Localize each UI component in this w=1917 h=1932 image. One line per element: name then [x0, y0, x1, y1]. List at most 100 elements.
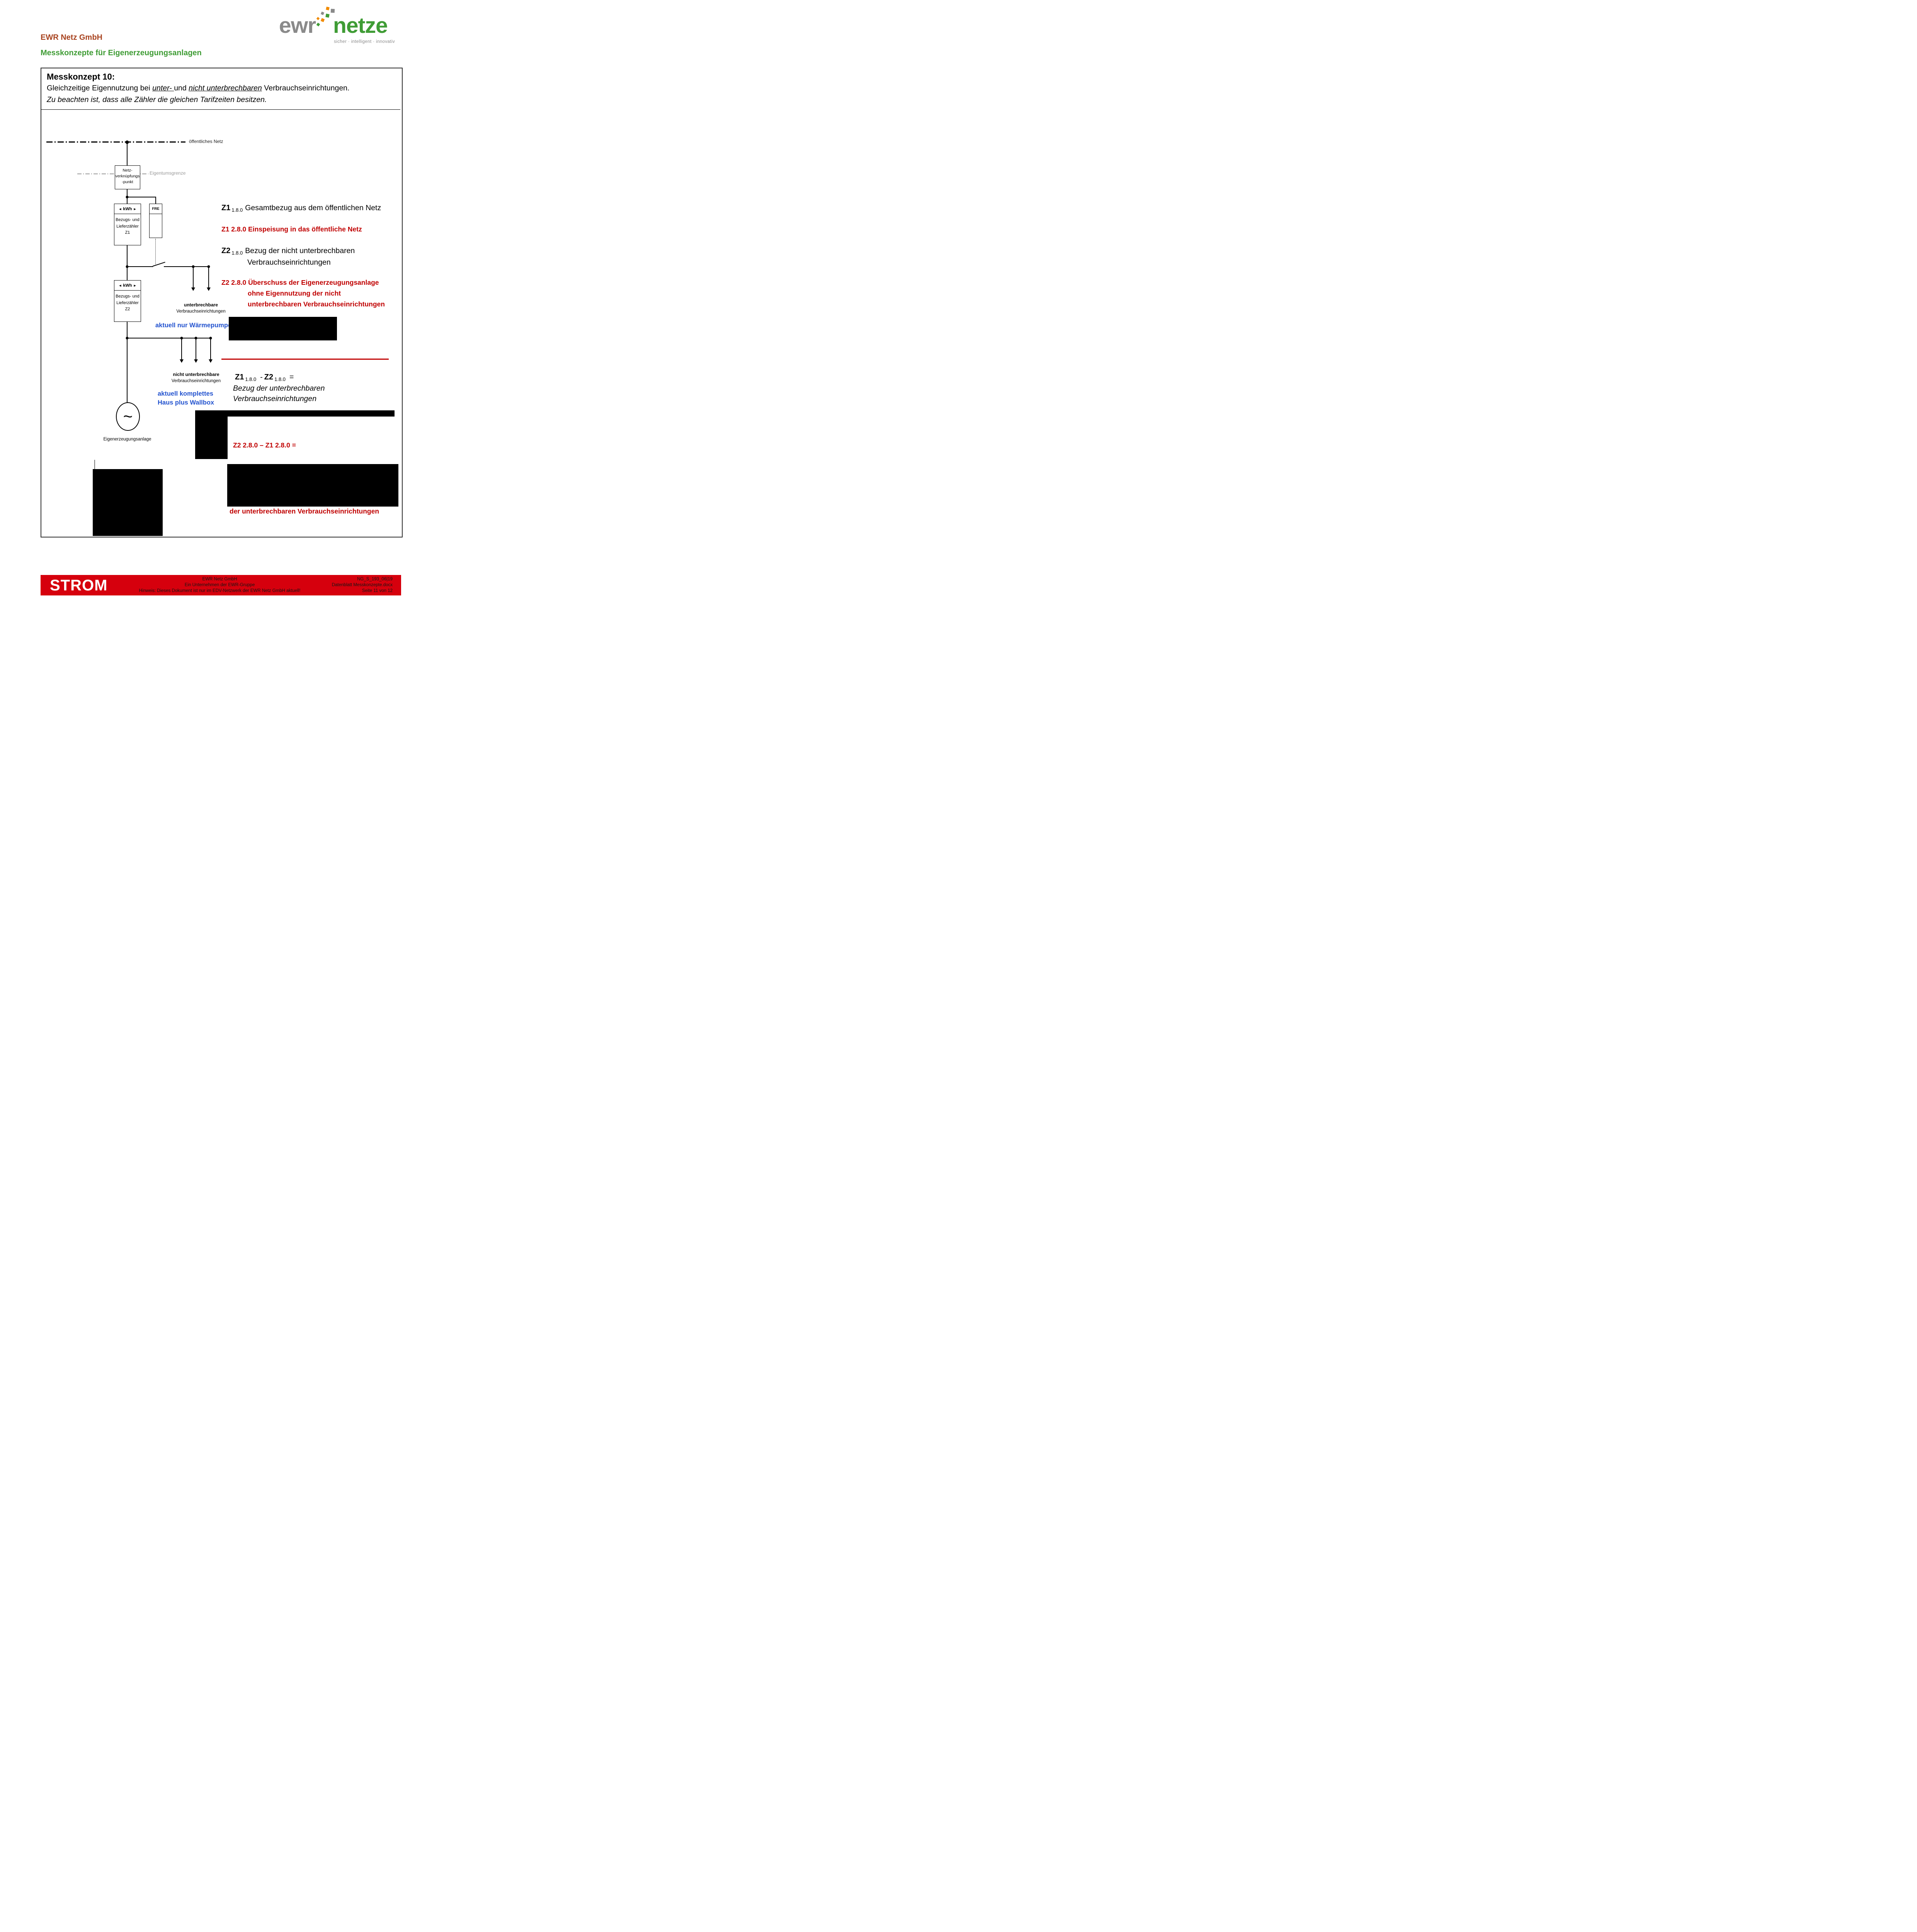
desc-mid: und: [174, 84, 189, 92]
f1-obis1: 1.8.0: [245, 376, 257, 382]
meter-z1-label: Bezugs- und Lieferzähler Z1: [114, 214, 141, 236]
meter-arrow-right-icon: ►: [133, 283, 137, 287]
meter-z2-line3: Z2: [125, 307, 130, 311]
spark-square: [320, 11, 325, 15]
f1-meter1: Z1: [235, 373, 244, 381]
non-interruptible-loads-label: nicht unterbrechbare Verbrauchseinrichtu…: [168, 371, 224, 384]
spark-square: [330, 9, 335, 13]
document-subtitle: Messkonzepte für Eigenerzeugungsanlagen: [41, 49, 202, 57]
spark-square: [316, 22, 320, 27]
footer-right-block: NG_S_193_06|19 Datenblatt Messkonzepte.d…: [332, 577, 393, 594]
interruptible-sub: Verbrauchseinrichtungen: [176, 309, 226, 314]
formula2-line3: der unterbrechbaren Verbrauchseinrichtun…: [230, 507, 379, 515]
meter-kwh-label: kWh: [123, 206, 132, 211]
note-house-wallbox: aktuell komplettes Haus plus Wallbox: [158, 389, 214, 407]
meter-z1-line1: Bezugs- und: [116, 218, 139, 222]
formula1-line2: Bezug der unterbrechbaren: [233, 384, 325, 393]
note-heat-pump: aktuell nur Wärmepumpe: [155, 322, 232, 329]
nvp-line2: verknüpfungs: [115, 174, 140, 179]
f1-obis2: 1.8.0: [274, 376, 286, 382]
meter-z2-line1: Bezugs- und: [116, 294, 139, 299]
spark-square: [326, 7, 330, 10]
footer-bar: STROM EWR Netz GmbH Ein Unternehmen der …: [41, 575, 401, 595]
meter-z1-line3: Z1: [125, 230, 130, 235]
meter-z1-box: ◄ kWh ► Bezugs- und Lieferzähler Z1: [114, 204, 141, 245]
load-arrow-head: [194, 359, 198, 363]
fre-box: FRE: [149, 204, 162, 238]
separator-rule: [41, 109, 400, 110]
formula1-line3: Verbrauchseinrichtungen: [233, 395, 317, 403]
redaction-rect-1: [229, 317, 337, 340]
switch-line-left: [127, 266, 153, 267]
desc-post: Verbrauchseinrichtungen.: [262, 84, 350, 92]
generator-tilde: ~: [123, 407, 133, 425]
formula2-line1: Z2 2.8.0 – Z1 2.8.0 =: [233, 441, 296, 449]
main-feeder-line: [127, 142, 128, 403]
concept-heading: Messkonzept 10:: [47, 72, 115, 82]
footer-doc-name: Datenblatt Messkonzepte.docx: [332, 582, 393, 587]
f1-minus: -: [260, 373, 263, 381]
load-arrow-shaft: [181, 338, 182, 359]
non-interruptible-title: nicht unterbrechbare: [173, 372, 219, 377]
z1-obis-code: 1.8.0: [231, 207, 243, 213]
note-house-line1: aktuell komplettes: [158, 390, 213, 397]
interruptible-loads-label: unterbrechbare Verbrauchseinrichtungen: [174, 302, 228, 315]
f1-equals: =: [289, 373, 294, 381]
concept-frame: [41, 68, 403, 537]
note-house-line2: Haus plus Wallbox: [158, 399, 214, 406]
divider-red-line: [221, 359, 389, 360]
f1-meter2: Z2: [264, 373, 274, 381]
concept-description: Gleichzeitige Eigennutzung bei unter- un…: [47, 84, 349, 93]
meter-z2-line2: Lieferzähler: [116, 300, 139, 305]
desc-emphasis-2: nicht unterbrechbaren: [189, 84, 262, 92]
footer-doc-number: NG_S_193_06|19: [357, 577, 393, 582]
meter-z1-line2: Lieferzähler: [116, 224, 139, 229]
spark-square: [320, 18, 325, 22]
z2-meter-id: Z2: [221, 247, 231, 255]
logo-word-netze: netze: [333, 13, 388, 38]
fre-control-dotted-line: [155, 239, 156, 264]
public-grid-line: [46, 141, 185, 143]
meter-z2-label: Bezugs- und Lieferzähler Z2: [114, 291, 141, 313]
meter-arrow-right-icon: ►: [133, 207, 137, 211]
fre-branch-line-v: [155, 197, 156, 204]
load-arrow-head: [209, 359, 213, 363]
logo-tagline: sicher · intelligent · innovativ: [334, 39, 395, 44]
desc-emphasis-1: unter-: [152, 84, 174, 92]
concept-note: Zu beachten ist, dass alle Zähler die gl…: [47, 95, 267, 104]
load-arrow-head: [207, 287, 211, 291]
meter-z2-register-row: ◄ kWh ►: [114, 281, 141, 291]
meter-arrow-left-icon: ◄: [118, 283, 122, 287]
spark-square: [316, 17, 320, 20]
meter-kwh-label: kWh: [123, 283, 132, 288]
spark-square: [325, 14, 330, 18]
z2-consumption-line2: Verbrauchseinrichtungen: [247, 258, 331, 267]
desc-pre: Gleichzeitige Eigennutzung bei: [47, 84, 153, 92]
switch-junction-dot: [126, 265, 129, 268]
footer-product: STROM: [50, 577, 108, 594]
annotation-z2-surplus: Z2 2.8.0 Überschuss der Eigenerzeugungsa…: [221, 277, 385, 310]
footer-center-block: EWR Netz GmbH Ein Unternehmen der EWR-Gr…: [117, 577, 322, 594]
stray-line: [94, 460, 95, 469]
meter-z1-register-row: ◄ kWh ►: [114, 204, 141, 214]
footer-center-line3: Hinweis: Dieses Dokument ist nur im EDV-…: [139, 588, 301, 594]
z2-surplus-line1: Z2 2.8.0 Überschuss der Eigenerzeugungsa…: [221, 279, 379, 286]
ownership-boundary-label: Eigentumsgrenze: [148, 170, 187, 176]
document-page: EWR Netz GmbH Messkonzepte für Eigenerze…: [0, 0, 426, 603]
fre-label: FRE: [150, 204, 162, 214]
logo-word-ewr: ewr: [279, 13, 316, 38]
footer-center-line2: Ein Unternehmen der EWR-Gruppe: [184, 582, 255, 587]
footer-page-number: Seite 11 von 12: [362, 588, 393, 594]
footer-center-line1: EWR Netz GmbH: [202, 577, 237, 582]
non-interruptible-sub: Verbrauchseinrichtungen: [171, 378, 221, 383]
generator-symbol: ~: [116, 402, 140, 431]
nvp-line1: Netz-: [122, 168, 133, 173]
z2-surplus-line2: ohne Eigennutzung der nicht: [248, 289, 341, 297]
z2-consumption-text: Bezug der nicht unterbrechbaren: [245, 247, 355, 255]
redaction-rect-2: [195, 410, 395, 417]
company-name: EWR Netz GmbH: [41, 33, 102, 42]
